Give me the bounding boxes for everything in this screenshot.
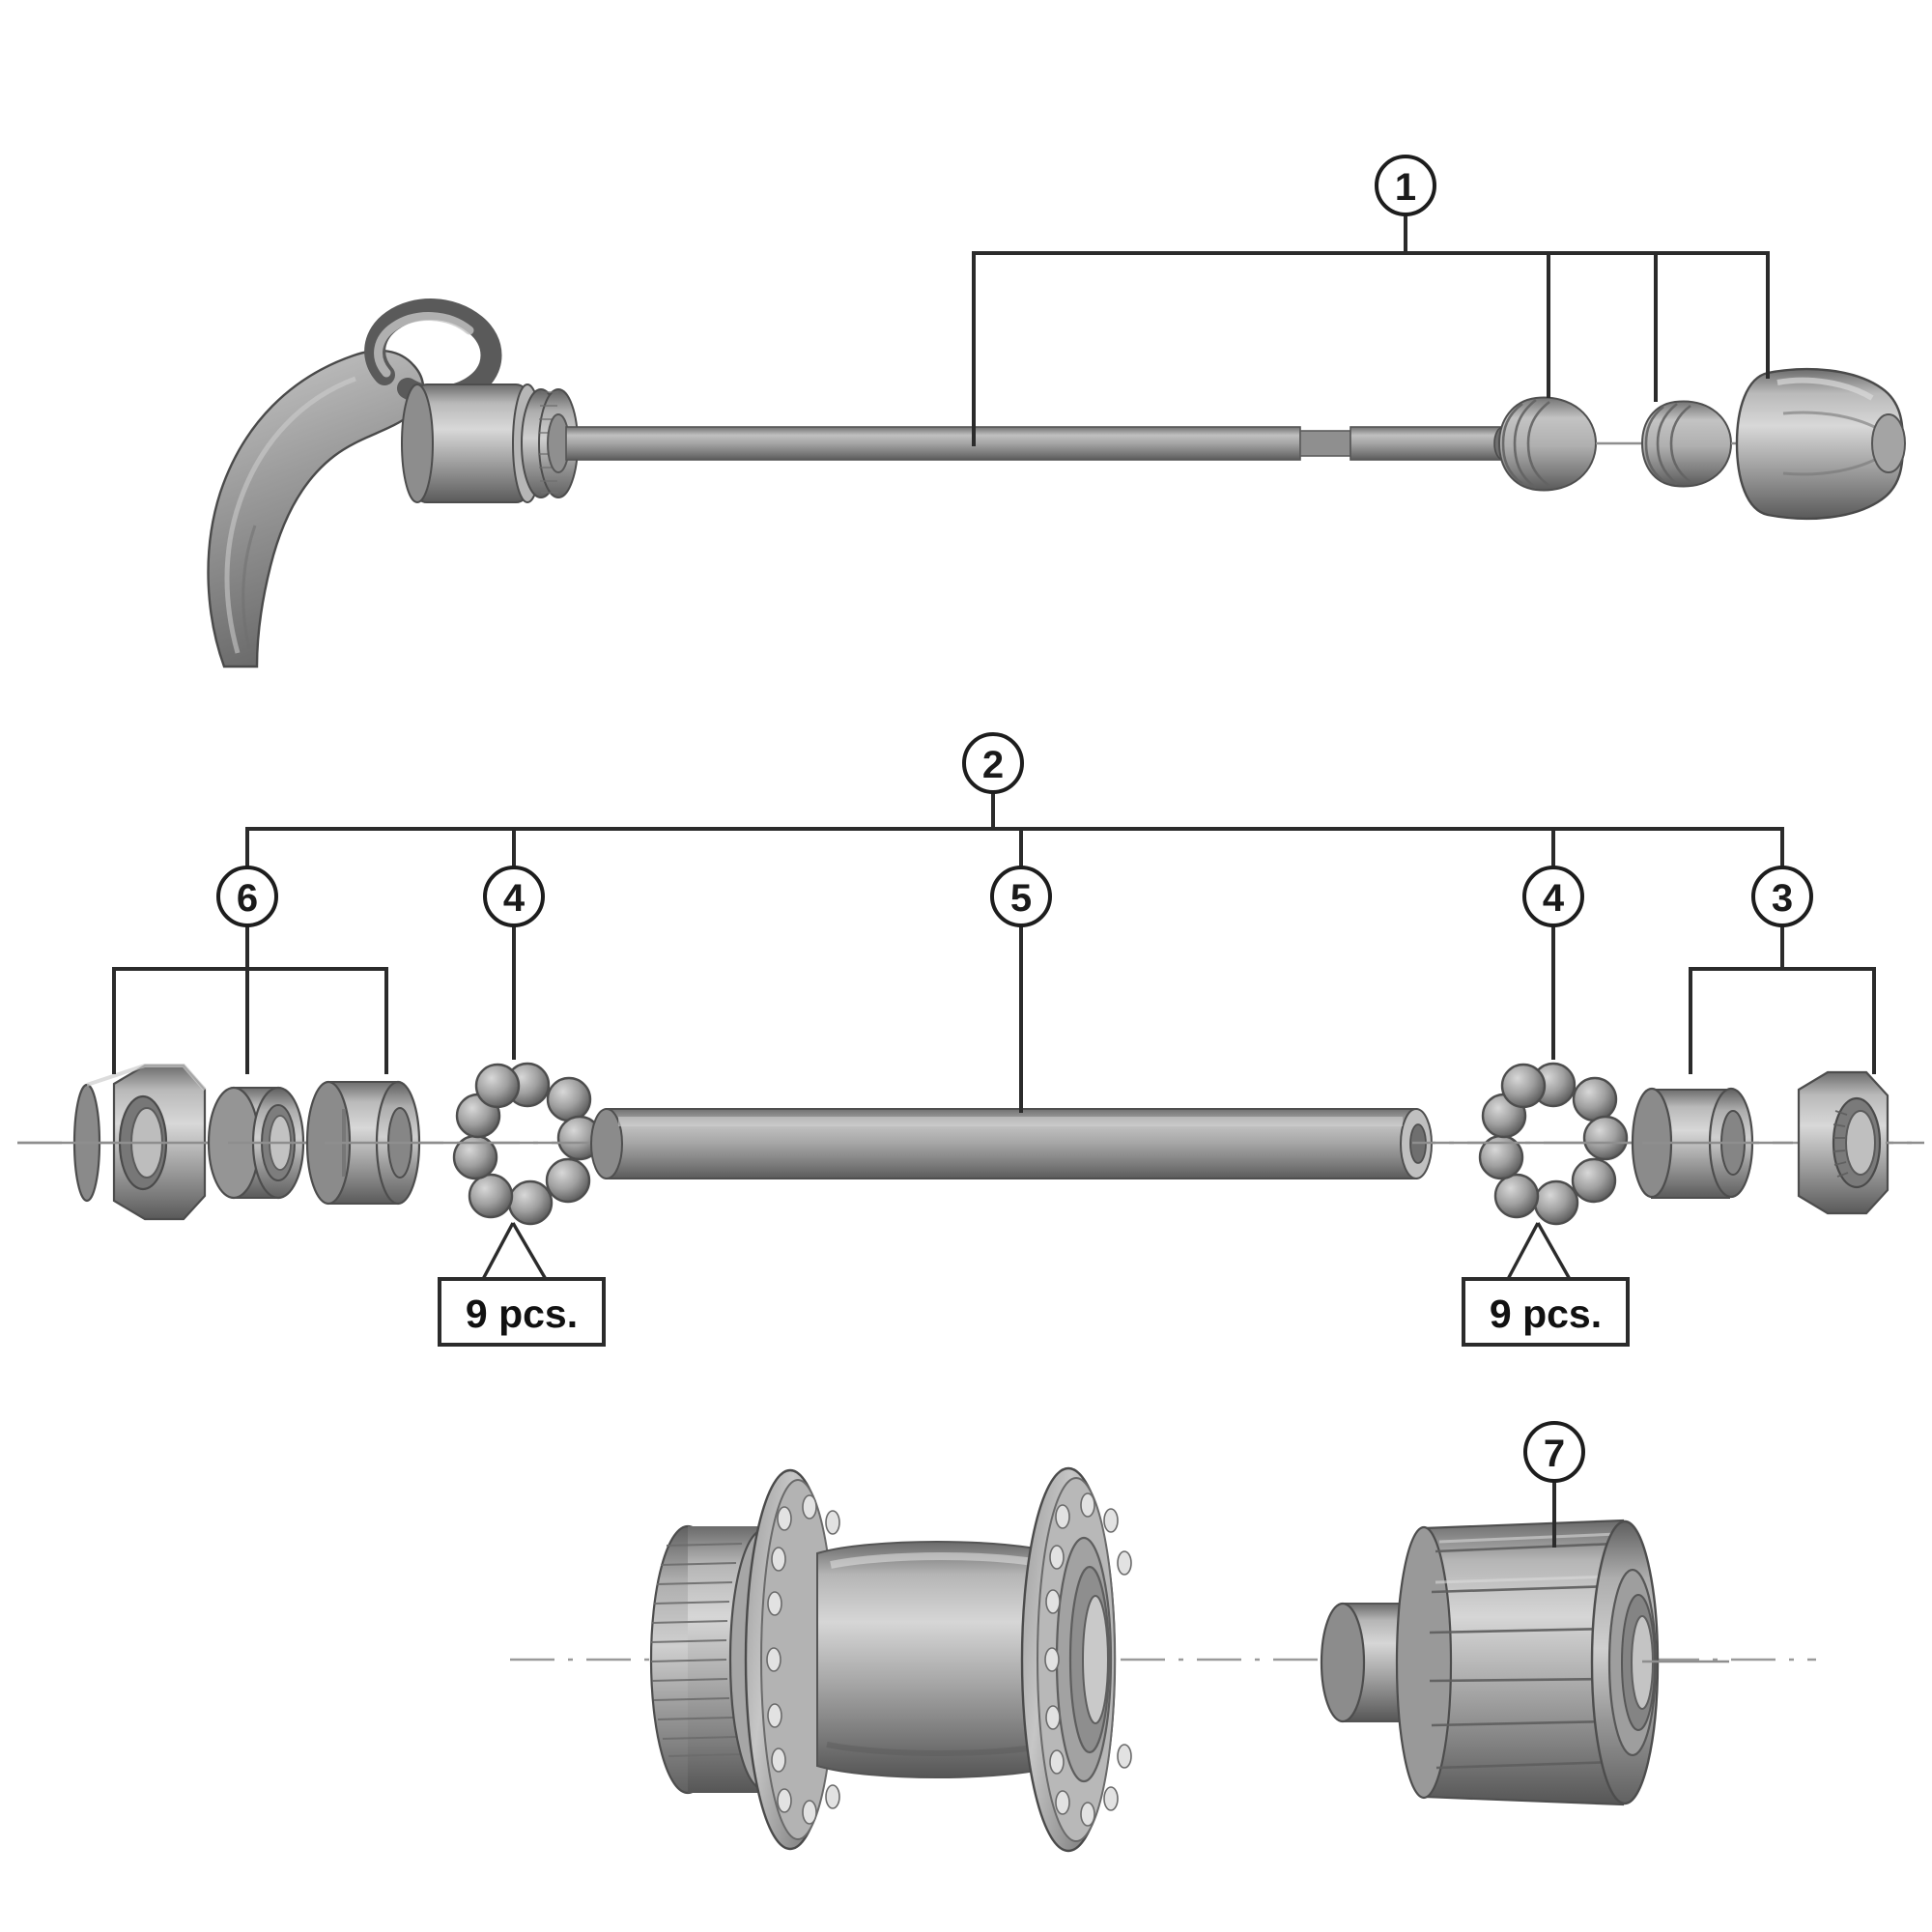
callout-6[interactable]: 6 — [216, 866, 278, 927]
freehub-body — [1320, 1519, 1729, 1806]
callout-5-label: 5 — [1010, 877, 1032, 920]
adjusting-nut — [1735, 367, 1906, 521]
callout-4-left[interactable]: 4 — [483, 866, 545, 927]
freehub-splines — [1429, 1542, 1617, 1770]
callout-4-right-label: 4 — [1543, 877, 1565, 920]
conical-spring-right — [1640, 400, 1754, 488]
hub-shell — [649, 1466, 1132, 1853]
callout-1[interactable]: 1 — [1375, 155, 1436, 216]
callout-7[interactable]: 7 — [1523, 1421, 1585, 1483]
hub-and-freehub-row — [510, 1466, 1816, 1853]
pcs-right-connector — [1462, 1222, 1630, 1347]
axle-assembly — [17, 1062, 1924, 1226]
skewer-rod — [565, 426, 1546, 461]
hollow-axle — [590, 1108, 1488, 1179]
bracket-group-3 — [1689, 923, 1876, 1074]
hex-locknut-right — [1797, 1070, 1924, 1215]
pcs-label-left: 9 pcs. — [466, 1292, 578, 1336]
callout-2-label: 2 — [982, 744, 1004, 786]
callout-4-left-label: 4 — [503, 877, 526, 920]
bracket-group-1 — [972, 213, 1770, 446]
pcs-left-connector — [438, 1222, 606, 1347]
pcs-label-right: 9 pcs. — [1490, 1292, 1602, 1336]
callout-3-label: 3 — [1772, 877, 1793, 920]
callout-3[interactable]: 3 — [1751, 866, 1813, 927]
callout-5[interactable]: 5 — [990, 866, 1052, 927]
hub-barrel — [816, 1541, 1058, 1778]
washer-left — [207, 1086, 328, 1200]
bracket-group-6 — [112, 923, 388, 1074]
callout-1-label: 1 — [1395, 166, 1416, 209]
callout-4-right[interactable]: 4 — [1522, 866, 1584, 927]
spoke-holes-right — [1044, 1492, 1132, 1827]
cone-right — [1631, 1087, 1793, 1199]
bracket-group-2 — [245, 790, 1784, 869]
callout-6-label: 6 — [237, 877, 258, 920]
quick-release-assembly — [207, 298, 1906, 668]
callout-2[interactable]: 2 — [962, 732, 1024, 794]
cone-left — [305, 1080, 454, 1206]
callout-7-label: 7 — [1544, 1433, 1565, 1475]
quick-release-lever — [207, 349, 425, 668]
knurled-spring-cap — [521, 388, 579, 498]
hex-locknut-left — [17, 1064, 232, 1221]
right-spoke-flange — [1020, 1466, 1132, 1853]
ball-bearing-retainer-right — [1478, 1062, 1642, 1226]
